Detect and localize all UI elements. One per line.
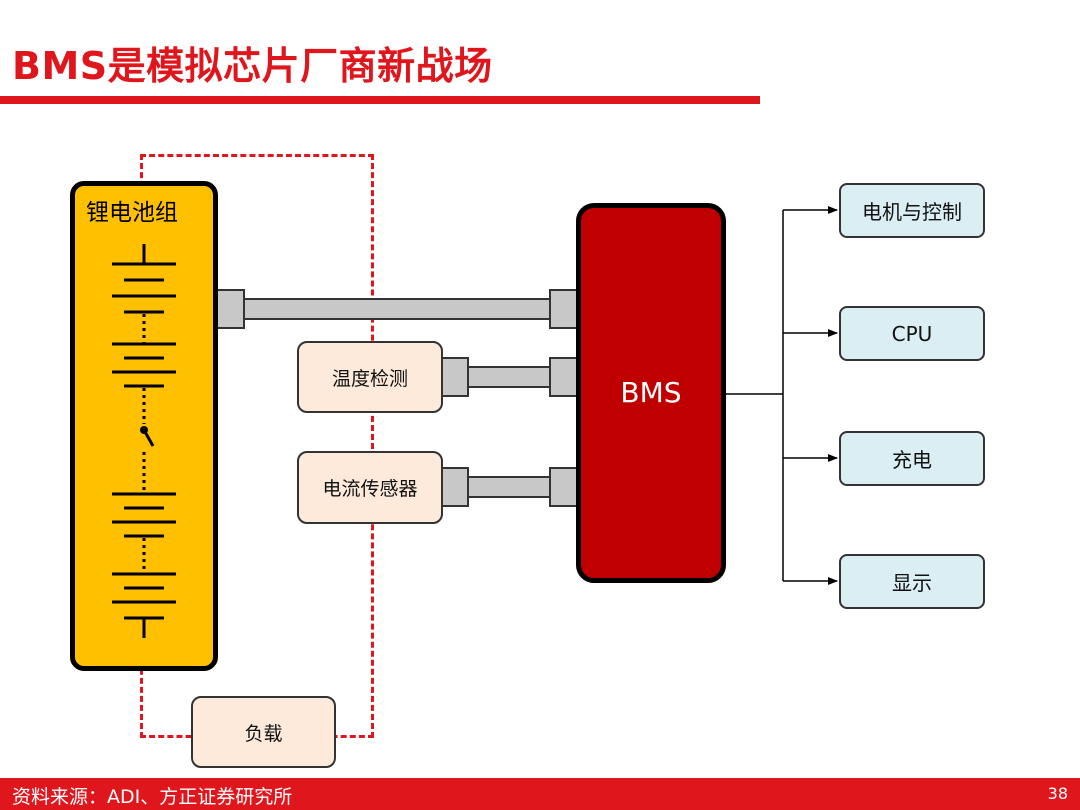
current-sensor-box: 电流传感器	[297, 451, 443, 524]
output-display: 显示	[839, 554, 985, 609]
battery-pack-label: 锂电池组	[86, 200, 178, 226]
temperature-sensor-label: 温度检测	[331, 367, 408, 390]
current-sensor-label: 电流传感器	[322, 478, 418, 500]
footer-source: 资料来源：ADI、方正证券研究所	[12, 786, 293, 808]
output-display-label: 显示	[892, 571, 932, 595]
output-motor-control: 电机与控制	[839, 183, 985, 238]
bms-output-lines	[726, 206, 838, 585]
output-charging-label: 充电	[892, 448, 932, 472]
title-underline	[0, 96, 760, 104]
output-cpu: CPU	[839, 306, 985, 361]
footer-bar	[0, 778, 1080, 810]
load-box: 负载	[191, 696, 336, 768]
bms-connector-main	[549, 289, 578, 329]
current-connector	[440, 467, 469, 507]
temperature-connector	[440, 357, 469, 397]
slide-title: BMS是模拟芯片厂商新战场	[12, 44, 493, 88]
bms-label: BMS	[620, 376, 682, 409]
output-charging: 充电	[839, 431, 985, 486]
switch-pivot	[140, 426, 148, 434]
load-label: 负载	[244, 722, 283, 745]
temperature-sensor-box: 温度检测	[297, 341, 443, 413]
output-motor-control-label: 电机与控制	[862, 200, 962, 224]
bms-connector-temperature	[549, 357, 578, 397]
battery-connector	[216, 289, 245, 329]
output-cpu-label: CPU	[891, 321, 933, 346]
battery-to-bms-bus	[216, 289, 578, 329]
page-number: 38	[1047, 784, 1068, 803]
bms-box	[576, 203, 726, 583]
temperature-to-bms-bus	[440, 357, 578, 397]
